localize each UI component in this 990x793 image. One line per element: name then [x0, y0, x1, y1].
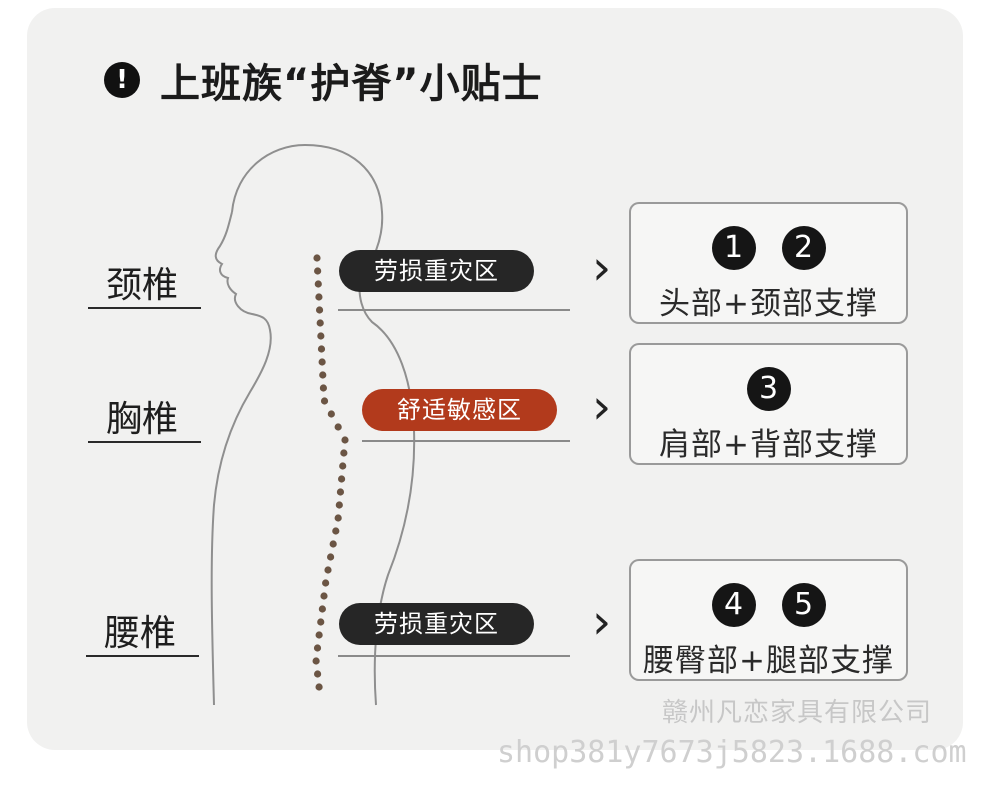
- vertebra-dot: [314, 280, 322, 288]
- support-text: 肩部+背部支撑: [659, 427, 878, 463]
- vertebra-dot: [317, 618, 325, 626]
- support-text: 头部+颈部支撑: [659, 286, 878, 322]
- vertebra-dot: [339, 462, 347, 470]
- vertebra-dot: [327, 553, 335, 561]
- vertebra-dot: [335, 501, 343, 509]
- vertebra-dot: [329, 540, 337, 548]
- vertebra-dot: [312, 657, 320, 665]
- tag-strain-zone: 劳损重灾区: [339, 250, 534, 292]
- chevron-right-icon: ›: [592, 594, 612, 650]
- label-cervical: 颈椎: [106, 265, 179, 306]
- vertebra-dot: [340, 449, 348, 457]
- vertebra-dot: [315, 631, 323, 639]
- vertebra-dot: [314, 267, 322, 275]
- chevron-right-icon: ›: [592, 240, 612, 296]
- label-underline: [88, 307, 201, 309]
- vertebra-dot: [315, 683, 323, 691]
- number-badge: 3: [746, 367, 791, 411]
- vertebra-dot: [315, 293, 323, 301]
- vertebra-dot: [322, 579, 330, 587]
- number-badge: 5: [781, 583, 826, 627]
- label-lumbar: 腰椎: [104, 613, 177, 654]
- vertebra-dot: [314, 670, 322, 678]
- support-box-hip-leg: 4 5 腰臀部+腿部支撑: [629, 559, 908, 681]
- vertebra-dot: [318, 358, 326, 366]
- vertebra-dot: [317, 345, 326, 353]
- vertebra-dot: [313, 644, 322, 652]
- tag-underline: [338, 309, 570, 311]
- vertebra-dot: [316, 319, 324, 327]
- vertebra-dot: [319, 371, 327, 379]
- page-title: 上班族“护脊”小贴士: [160, 61, 543, 107]
- vertebra-dot: [319, 384, 328, 392]
- label-underline: [86, 655, 199, 657]
- vertebra-dot: [341, 436, 349, 444]
- vertebra-dot: [317, 332, 325, 340]
- watermark-company: 赣州凡恋家具有限公司: [662, 698, 933, 728]
- vertebra-dot: [336, 488, 345, 496]
- chevron-right-icon: ›: [592, 379, 612, 435]
- tag-strain-zone: 劳损重灾区: [339, 603, 534, 645]
- tag-comfort-zone: 舒适敏感区: [362, 389, 557, 431]
- vertebra-dot: [320, 592, 328, 600]
- vertebra-dot: [313, 254, 321, 262]
- support-box-shoulder-back: 3 肩部+背部支撑: [629, 343, 908, 465]
- vertebra-dot: [332, 527, 340, 535]
- vertebra-dot: [334, 514, 342, 522]
- vertebra-dot: [324, 566, 332, 574]
- vertebra-dot: [320, 397, 329, 405]
- number-badge: 4: [711, 583, 756, 627]
- support-box-head-neck: 1 2 头部+颈部支撑: [629, 202, 908, 324]
- label-underline: [88, 441, 201, 443]
- tag-underline: [338, 655, 570, 657]
- number-badge: 1: [711, 226, 756, 270]
- tag-underline: [362, 440, 570, 442]
- vertebra-dot: [318, 605, 326, 613]
- vertebra-dot: [337, 475, 346, 483]
- label-thoracic: 胸椎: [106, 399, 179, 440]
- vertebra-dot: [327, 410, 335, 418]
- watermark-shop-url: shop381y7673j5823.1688.com: [497, 735, 967, 770]
- exclamation-circle-icon: !: [104, 62, 140, 98]
- vertebra-dot: [334, 423, 342, 431]
- vertebra-dot: [315, 306, 324, 314]
- title-row: ! 上班族“护脊”小贴士: [104, 52, 543, 108]
- spine-dots: [312, 254, 349, 691]
- support-text: 腰臀部+腿部支撑: [643, 643, 894, 679]
- number-badge: 2: [781, 226, 826, 270]
